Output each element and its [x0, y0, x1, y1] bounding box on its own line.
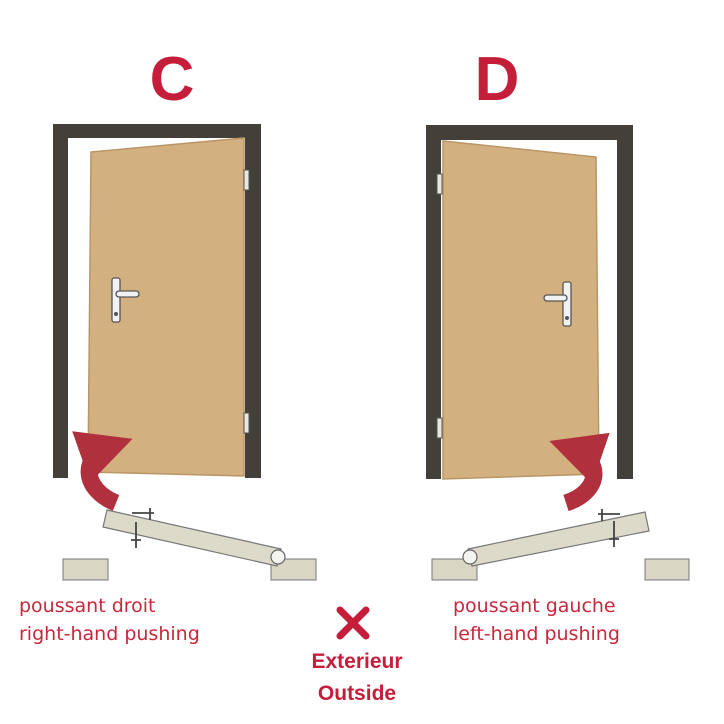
outside-label-fr: Exterieur — [311, 650, 403, 673]
panel-c: C — [53, 45, 317, 581]
outside-label: Exterieur Outside — [282, 646, 432, 710]
panel-d-floor-block-right — [644, 558, 690, 581]
panel-d-caption: poussant gauche left-hand pushing — [453, 592, 620, 648]
panel-d-door-handle — [543, 281, 572, 327]
panel-d-curved-arrow-icon — [549, 432, 610, 512]
panel-c-floor-block-right — [270, 558, 317, 581]
panel-c-floor-block-left — [62, 558, 109, 581]
panel-c-door-handle — [111, 277, 140, 323]
panel-c-caption-en: right-hand pushing — [19, 623, 200, 645]
x-mark-icon — [336, 606, 370, 640]
panel-d-door-leaf — [442, 140, 600, 480]
panel-c-hinge-top — [243, 169, 250, 191]
outside-label-en: Outside — [317, 682, 397, 705]
panel-c-caption-fr: poussant droit — [19, 595, 156, 617]
panel-d-floor-block-left — [431, 558, 478, 581]
panel-d-hinge-top — [436, 173, 443, 195]
panel-c-caption: poussant droit right-hand pushing — [19, 592, 200, 648]
panel-d-letter: D — [475, 45, 520, 114]
panel-d-caption-fr: poussant gauche — [453, 595, 616, 617]
panel-c-door-leaf — [87, 137, 245, 477]
panel-d-hinge-bottom — [436, 417, 443, 439]
panel-c-letter: C — [150, 45, 195, 114]
panel-c-hinge-bottom — [243, 412, 250, 434]
panel-d-plan-door — [462, 509, 650, 567]
panel-c-plan-door — [102, 508, 286, 567]
panel-d-caption-en: left-hand pushing — [453, 623, 620, 645]
panel-d: D — [426, 45, 690, 581]
panel-c-curved-arrow-icon — [72, 431, 133, 511]
